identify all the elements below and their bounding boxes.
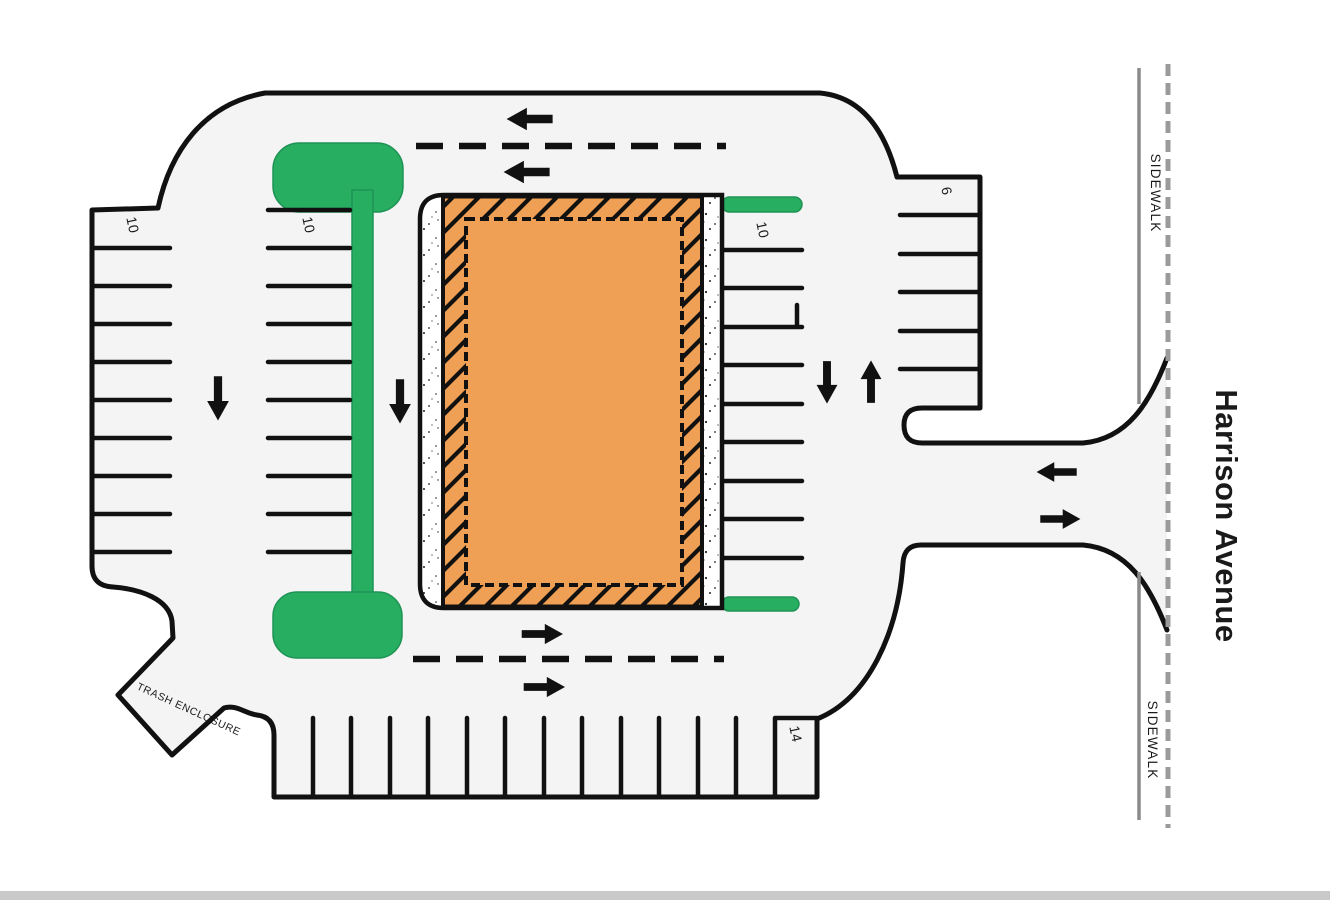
building-interior bbox=[464, 217, 684, 587]
sidewalk-label-upper: SIDEWALK bbox=[1148, 154, 1163, 233]
stall-count-label-far-east: 6 bbox=[938, 185, 955, 196]
parking-row-west-stalls bbox=[89, 245, 173, 555]
stall-count-label-building-east: 10 bbox=[753, 220, 772, 240]
landscaping bbox=[272, 142, 803, 659]
building-footprint bbox=[417, 192, 725, 611]
sidewalk-label-lower: SIDEWALK bbox=[1145, 701, 1160, 780]
landscape-strip-northeast bbox=[721, 196, 803, 213]
parking-row-center-stalls bbox=[265, 207, 353, 555]
page-edge-shadow bbox=[0, 891, 1330, 900]
landscape-strip-southeast bbox=[721, 596, 800, 612]
parking-lot-boundary bbox=[89, 90, 1170, 800]
landscape-median-north-blob bbox=[272, 142, 404, 213]
parking-row-south-stalls bbox=[310, 715, 820, 800]
stall-count-label-center: 10 bbox=[299, 215, 318, 235]
stall-count-label-south: 14 bbox=[786, 724, 805, 744]
street-right-of-way: SIDEWALK SIDEWALK Harrison Avenue bbox=[1137, 64, 1244, 828]
landscape-median-south-blob bbox=[272, 591, 403, 659]
parking-row-far-east-stalls bbox=[897, 212, 983, 372]
street-name-label: Harrison Avenue bbox=[1209, 389, 1244, 642]
parking-row-building-east-stalls bbox=[721, 247, 805, 561]
landscape-median-strip bbox=[351, 189, 374, 606]
stall-count-label-west: 10 bbox=[123, 215, 142, 235]
